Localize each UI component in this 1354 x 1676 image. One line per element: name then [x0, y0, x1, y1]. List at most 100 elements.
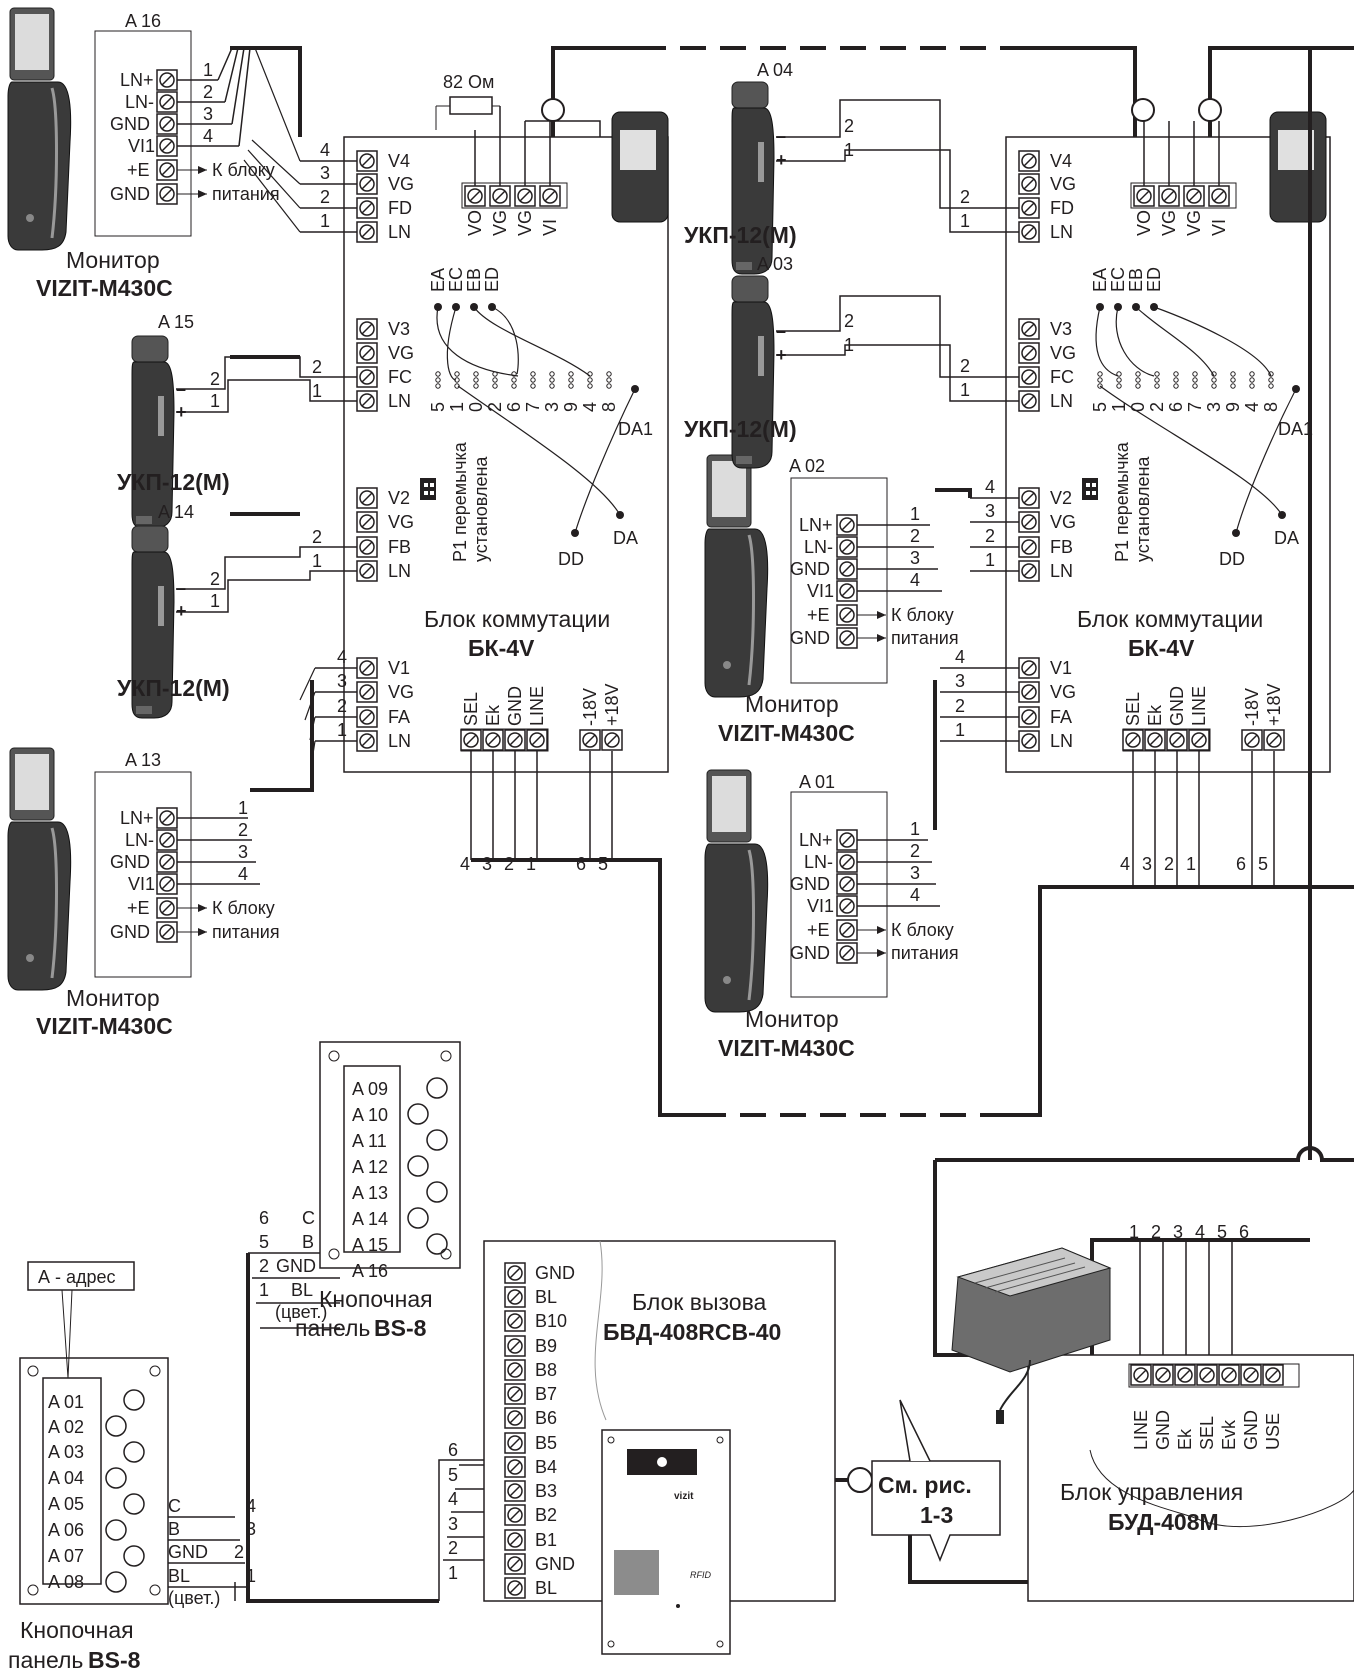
- svg-text:FD: FD: [388, 198, 412, 218]
- svg-text:панель: панель: [295, 1315, 370, 1341]
- svg-text:A 15: A 15: [352, 1235, 388, 1255]
- address-pin: [1173, 371, 1179, 377]
- svg-text:4: 4: [910, 885, 920, 905]
- address-pin-label: 4: [580, 402, 600, 412]
- svg-text:BS-8: BS-8: [374, 1315, 427, 1341]
- address-pin: [1230, 371, 1236, 377]
- svg-text:2: 2: [210, 369, 220, 389]
- address-pin-label: 1: [447, 402, 467, 412]
- address-pin-label: 7: [1185, 402, 1205, 412]
- address-pin: [1230, 383, 1236, 389]
- svg-text:LN-: LN-: [125, 830, 154, 850]
- svg-text:B8: B8: [535, 1360, 557, 1380]
- svg-text:VO: VO: [465, 210, 485, 236]
- svg-text:5: 5: [598, 854, 608, 874]
- resistor-82-ohm: 82 Ом: [435, 72, 500, 130]
- svg-text:FD: FD: [1050, 198, 1074, 218]
- address-pin: [606, 377, 612, 383]
- address-pin: [530, 383, 536, 389]
- svg-text:УКП-12(М): УКП-12(М): [684, 416, 797, 442]
- svg-text:питания: питания: [212, 184, 280, 204]
- svg-text:3: 3: [910, 548, 920, 568]
- svg-text:A 13: A 13: [352, 1183, 388, 1203]
- svg-text:2: 2: [320, 187, 330, 207]
- address-pin: [530, 371, 536, 377]
- svg-text:6: 6: [448, 1440, 458, 1460]
- svg-text:3: 3: [955, 671, 965, 691]
- address-pin: [587, 377, 593, 383]
- svg-text:Ek: Ek: [1145, 704, 1165, 726]
- svg-text:2: 2: [1151, 1222, 1161, 1242]
- address-pin-label: 0: [466, 402, 486, 412]
- svg-text:LINE: LINE: [1189, 686, 1209, 726]
- svg-text:БК-4V: БК-4V: [1128, 635, 1195, 661]
- svg-text:4: 4: [337, 647, 347, 667]
- svg-text:EC: EC: [446, 267, 466, 292]
- svg-text:К блоку: К блоку: [891, 920, 954, 940]
- svg-text:VG: VG: [1159, 210, 1179, 236]
- svg-text:1-3: 1-3: [920, 1502, 953, 1528]
- svg-text:LN: LN: [388, 561, 411, 581]
- handset-a14: A 14 –+ УКП-12(М): [117, 502, 230, 719]
- svg-text:К блоку: К блоку: [212, 898, 275, 918]
- address-pin: [1192, 383, 1198, 389]
- svg-text:A 02: A 02: [789, 456, 825, 476]
- svg-text:GND: GND: [790, 559, 830, 579]
- svg-text:VIZIT-M430C: VIZIT-M430C: [718, 720, 855, 746]
- svg-text:A 02: A 02: [48, 1417, 84, 1437]
- svg-text:Ek: Ek: [483, 704, 503, 726]
- svg-text:B5: B5: [535, 1433, 557, 1453]
- svg-text:VG: VG: [1050, 512, 1076, 532]
- svg-text:A 03: A 03: [757, 254, 793, 274]
- svg-text:VG: VG: [388, 512, 414, 532]
- address-pin: [511, 383, 517, 389]
- svg-text:2: 2: [844, 116, 854, 136]
- address-pin: [549, 383, 555, 389]
- svg-text:–: –: [176, 578, 186, 598]
- svg-text:4: 4: [246, 1496, 256, 1516]
- svg-text:VG: VG: [1184, 210, 1204, 236]
- svg-text:3: 3: [203, 104, 213, 124]
- svg-text:6: 6: [1239, 1222, 1249, 1242]
- svg-text:2: 2: [337, 696, 347, 716]
- svg-text:FC: FC: [388, 367, 412, 387]
- svg-text:GND: GND: [168, 1542, 208, 1562]
- svg-text:VI1: VI1: [807, 896, 834, 916]
- address-pin-label: 3: [1204, 402, 1224, 412]
- svg-text:4: 4: [238, 864, 248, 884]
- address-pin: [1097, 377, 1103, 383]
- svg-text:2: 2: [259, 1256, 269, 1276]
- svg-text:1: 1: [1129, 1222, 1139, 1242]
- svg-text:GND: GND: [110, 114, 150, 134]
- address-pin: [454, 371, 460, 377]
- address-pin: [1249, 377, 1255, 383]
- svg-text:ED: ED: [1144, 267, 1164, 292]
- address-pin: [1192, 377, 1198, 383]
- svg-text:V1: V1: [388, 658, 410, 678]
- address-pin-label: 8: [1261, 402, 1281, 412]
- svg-text:2: 2: [448, 1538, 458, 1558]
- svg-text:B6: B6: [535, 1408, 557, 1428]
- address-pin-label: 8: [599, 402, 619, 412]
- svg-text:FB: FB: [1050, 537, 1073, 557]
- svg-text:A 01: A 01: [799, 772, 835, 792]
- svg-text:питания: питания: [891, 943, 959, 963]
- svg-text:2: 2: [312, 357, 322, 377]
- svg-text:1: 1: [203, 60, 213, 80]
- svg-text:V1: V1: [1050, 658, 1072, 678]
- address-pin: [1173, 377, 1179, 383]
- address-pin: [1268, 383, 1274, 389]
- svg-text:BS-8: BS-8: [88, 1647, 141, 1673]
- address-pin-label: 6: [1166, 402, 1186, 412]
- svg-text:+: +: [776, 150, 787, 170]
- svg-text:DD: DD: [558, 549, 584, 569]
- svg-text:5: 5: [1217, 1222, 1227, 1242]
- svg-text:VG: VG: [515, 210, 535, 236]
- button-panel-upper: A 09A 10 A 11A 12 A 13A 14 A 15A 16 CB G…: [275, 1041, 461, 1341]
- svg-text:(цвет.): (цвет.): [168, 1588, 220, 1608]
- svg-text:82 Ом: 82 Ом: [443, 72, 494, 92]
- svg-text:1: 1: [526, 854, 536, 874]
- address-pin: [1211, 371, 1217, 377]
